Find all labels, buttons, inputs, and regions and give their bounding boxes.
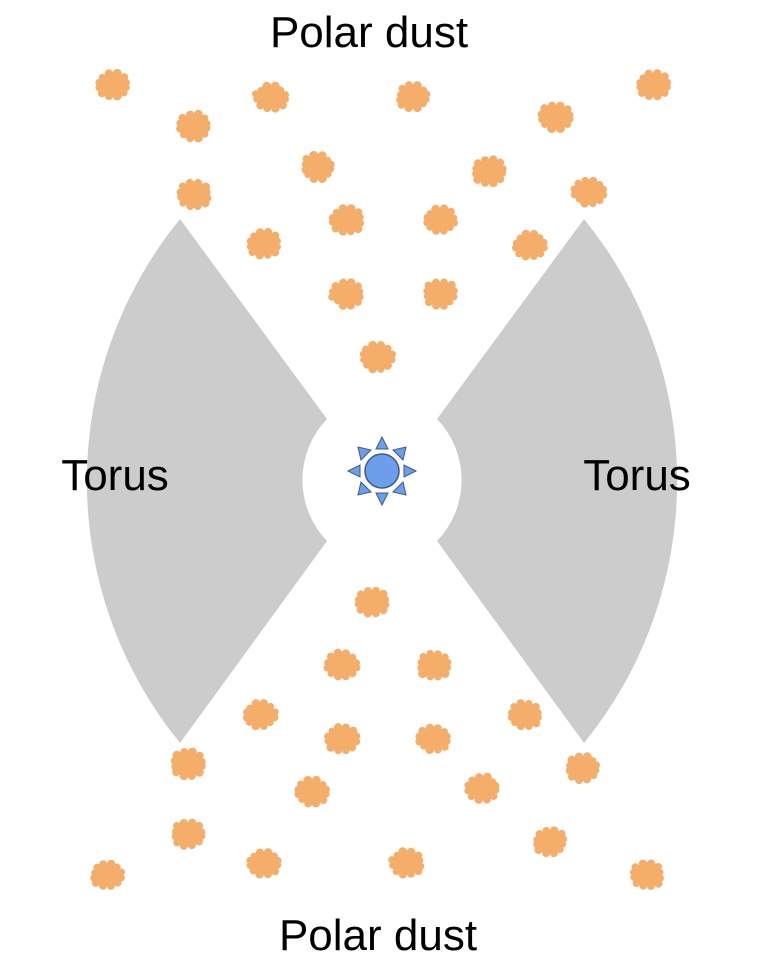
polar-dust-blobs-bottom xyxy=(90,586,664,890)
dust-blob xyxy=(176,109,211,143)
dust-blob xyxy=(323,648,361,681)
dust-blob xyxy=(359,340,396,374)
dust-blob xyxy=(324,723,361,755)
bottom-polar-dust-label: Polar dust xyxy=(279,911,477,960)
dust-blob xyxy=(354,586,390,618)
dust-blob xyxy=(301,150,335,183)
dust-blob xyxy=(417,649,452,681)
dust-blob xyxy=(423,278,458,310)
dust-blob xyxy=(512,229,548,261)
torus-right-sector xyxy=(437,219,678,743)
polar-dust-blobs-top xyxy=(95,68,672,374)
torus-left-label: Torus xyxy=(61,451,169,500)
dust-blob xyxy=(570,176,608,208)
dust-blob xyxy=(565,752,601,784)
dust-blob xyxy=(472,155,507,188)
dust-blob xyxy=(415,723,451,754)
dust-blob xyxy=(242,699,279,731)
torus-right-label: Torus xyxy=(583,451,691,500)
dust-blob xyxy=(464,772,500,804)
dust-blob xyxy=(423,204,458,235)
dust-blob xyxy=(636,69,672,101)
central-source-icon xyxy=(346,435,418,507)
dust-blob xyxy=(537,101,574,133)
dust-blob xyxy=(176,178,212,211)
dust-blob xyxy=(90,859,125,890)
dust-blob xyxy=(328,278,364,310)
dust-blob xyxy=(396,81,431,113)
dust-blob xyxy=(252,81,289,113)
dust-blob xyxy=(294,775,330,808)
dust-blob xyxy=(246,848,282,879)
dust-blob xyxy=(328,204,365,236)
dust-blob xyxy=(507,699,542,731)
dust-blob xyxy=(171,818,206,850)
torus-left-sector xyxy=(86,219,327,743)
dust-blob xyxy=(630,859,664,890)
dust-blob xyxy=(246,228,281,260)
dust-blob xyxy=(533,826,568,858)
top-polar-dust-label: Polar dust xyxy=(270,8,468,57)
dust-blob xyxy=(95,68,130,101)
dust-blob xyxy=(388,847,425,879)
dust-blob xyxy=(170,747,206,781)
